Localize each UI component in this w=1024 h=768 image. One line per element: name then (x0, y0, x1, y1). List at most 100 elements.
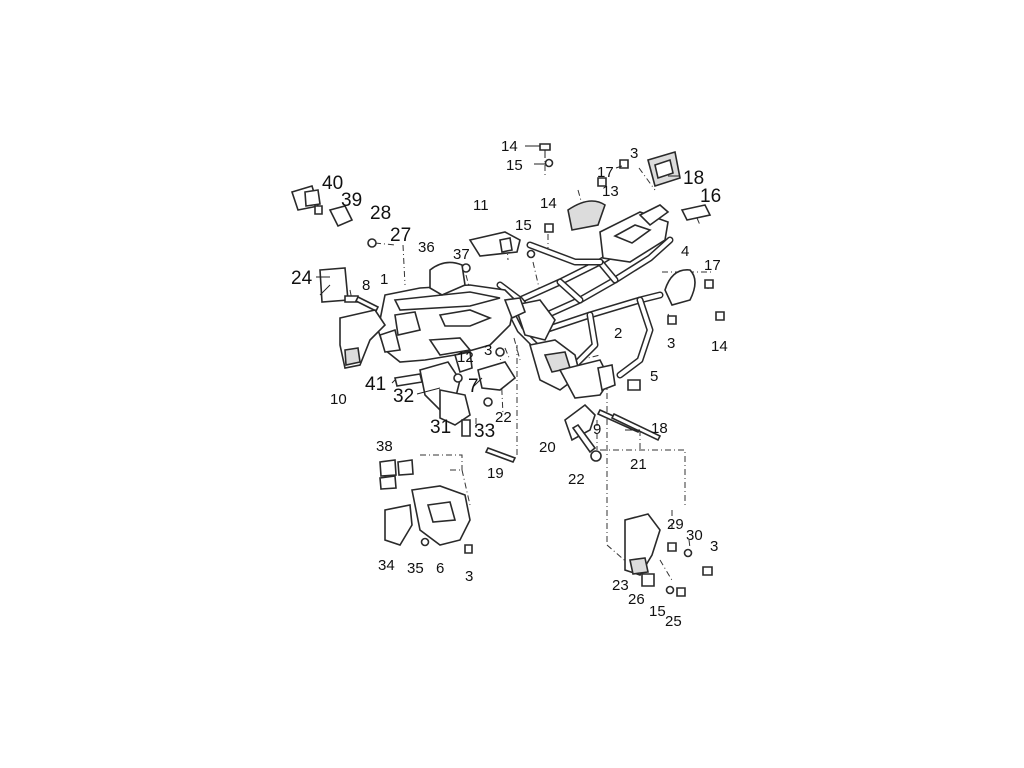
upper-left-parts (290, 185, 517, 437)
callout-label: 10 (330, 391, 347, 408)
bolt-icon (702, 566, 713, 576)
callout-label: 20 (539, 439, 556, 456)
callout-label: 15 (515, 217, 532, 234)
callout-label: 34 (378, 557, 395, 574)
top-parts (429, 143, 725, 391)
callout-label: 36 (418, 239, 435, 256)
callout-label: 32 (393, 386, 414, 407)
lower-parts (379, 403, 713, 597)
callout-label: 25 (665, 613, 682, 630)
callout-label: 3 (710, 538, 718, 555)
callout-label: 19 (487, 465, 504, 482)
bolt-icon (667, 315, 677, 325)
callout-label: 14 (540, 195, 557, 212)
bracket-icon (564, 403, 596, 442)
callout-label: 8 (362, 277, 370, 294)
callout-label: 22 (495, 409, 512, 426)
callout-label: 35 (407, 560, 424, 577)
washer-icon (665, 585, 675, 595)
callout-label: 23 (612, 577, 629, 594)
bracket-icon (384, 504, 413, 546)
callout-label: 31 (430, 417, 451, 438)
callout-label: 12 (457, 349, 474, 366)
nut-icon (590, 450, 602, 462)
callout-label: 41 (365, 374, 386, 395)
callout-label: 3 (465, 568, 473, 585)
callout-label: 11 (473, 197, 489, 214)
washer-icon (683, 548, 693, 558)
cover-icon (429, 261, 466, 296)
callout-label: 14 (711, 338, 728, 355)
leader-lines (316, 145, 680, 431)
callout-label: 38 (376, 438, 393, 455)
callout-label: 30 (686, 527, 703, 544)
callout-label: 4 (681, 243, 689, 260)
callout-labels: 14 15 3 17 13 18 16 40 39 28 27 11 14 15… (291, 138, 728, 630)
cap-icon (664, 269, 696, 306)
callout-label: 6 (436, 560, 444, 577)
bolt-icon (544, 223, 554, 233)
washer-icon (544, 158, 554, 168)
rod-icon (571, 423, 597, 454)
callout-label: 29 (667, 516, 684, 533)
callout-label: 24 (291, 268, 313, 289)
bolt-icon (420, 537, 430, 547)
pad-icon (680, 204, 712, 221)
callout-label: 3 (667, 335, 675, 352)
callout-label: 27 (390, 225, 411, 246)
bracket-icon (468, 231, 521, 257)
bolt-icon (495, 347, 505, 357)
callout-label: 3 (630, 145, 638, 162)
callout-label: 17 (597, 164, 614, 181)
clip-icon (379, 459, 397, 477)
washer-icon (526, 249, 536, 259)
callout-label: 39 (341, 190, 362, 211)
nut-icon (627, 379, 641, 391)
bolt-icon (464, 544, 473, 554)
callout-label: 18 (651, 420, 668, 437)
bolt-icon (539, 143, 551, 151)
callout-label: 9 (593, 421, 601, 438)
rod-icon (394, 373, 423, 387)
bolt-icon (715, 311, 725, 321)
callout-label: 40 (322, 173, 343, 194)
callout-label: 7 (468, 376, 479, 397)
washer-icon (483, 397, 493, 407)
nut-icon (453, 373, 463, 383)
callout-label: 14 (501, 138, 518, 155)
bracket-icon (477, 361, 517, 391)
bolt-icon (367, 238, 377, 248)
nut-icon (704, 279, 714, 289)
bolt-icon (484, 447, 517, 463)
nut-icon (676, 587, 686, 597)
nut-icon (597, 177, 607, 187)
callout-label: 15 (649, 603, 666, 620)
callout-label: 15 (506, 157, 523, 174)
nut-icon (667, 542, 677, 552)
callout-label: 3 (484, 342, 492, 359)
callout-label: 21 (630, 456, 647, 473)
callout-label: 1 (380, 271, 388, 288)
bracket-icon (328, 205, 354, 228)
callout-label: 16 (700, 186, 721, 207)
screw-icon (314, 205, 323, 215)
callout-label: 5 (650, 368, 658, 385)
callout-label: 13 (602, 183, 619, 200)
rod-icon (610, 412, 662, 442)
nut-icon (641, 573, 655, 587)
callout-label: 37 (453, 246, 470, 263)
callout-label: 28 (370, 203, 391, 224)
callout-label: 22 (568, 471, 585, 488)
bolt-icon (461, 419, 471, 437)
plate-icon (319, 267, 349, 303)
callout-label: 26 (628, 591, 645, 608)
callout-label: 33 (474, 421, 495, 442)
plate-icon (567, 200, 606, 231)
callout-label: 2 (614, 325, 622, 342)
main-frame (377, 204, 674, 399)
callout-label: 17 (704, 257, 721, 274)
callout-label: 18 (683, 168, 704, 189)
bolt-icon (619, 159, 629, 169)
